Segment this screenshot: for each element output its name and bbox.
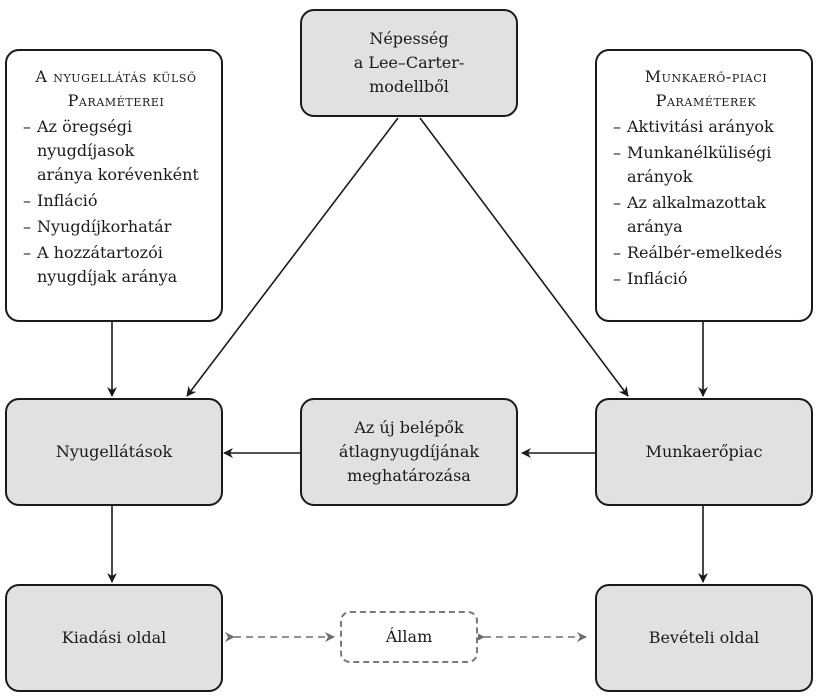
left-param-item: Infláció	[23, 189, 209, 213]
uj-belepok-node: Az új belépők átlagnyugdíjának meghatáro…	[300, 398, 518, 506]
left-parameters-title-line1: A nyugellátás külső	[35, 67, 197, 86]
right-parameters-list: Aktivitási arányok Munkanélküliségi arán…	[613, 115, 799, 291]
arrow-nepesseg-to-munkaeropiac	[419, 117, 629, 397]
right-parameters-title-line1: Munkaerő-piaci	[644, 67, 768, 86]
right-param-item: Infláció	[613, 267, 799, 291]
left-parameters-title: A nyugellátás külső Paraméterei	[23, 65, 209, 113]
arrow-nepesseg-to-nyugellatasok	[186, 117, 399, 397]
left-param-item: A hozzátartozói nyugdíjak aránya	[23, 241, 209, 289]
right-parameters-box: Munkaerő-piaci Paraméterek Aktivitási ar…	[595, 49, 813, 322]
right-parameters-title: Munkaerő-piaci Paraméterek	[613, 65, 799, 113]
left-parameters-list: Az öregségi nyugdíjasok aránya korévenké…	[23, 115, 209, 289]
right-param-item: Reálbér-emelkedés	[613, 241, 799, 265]
left-parameters-box: A nyugellátás külső Paraméterei Az öregs…	[5, 49, 223, 322]
left-param-item: Az öregségi nyugdíjasok aránya korévenké…	[23, 115, 209, 187]
left-parameters-title-line2: Paraméterei	[67, 91, 165, 110]
allam-node: Állam	[340, 611, 478, 663]
left-param-item: Nyugdíjkorhatár	[23, 215, 209, 239]
nepesseg-node: Népesség a Lee–Carter- modellből	[300, 9, 518, 117]
right-param-item: Aktivitási arányok	[613, 115, 799, 139]
right-parameters-title-line2: Paraméterek	[655, 91, 757, 110]
kiadasi-oldal-node: Kiadási oldal	[5, 584, 223, 692]
munkaeropiac-node: Munkaerőpiac	[595, 398, 813, 506]
nyugellatasok-node: Nyugellátások	[5, 398, 223, 506]
right-param-item: Munkanélküliségi arányok	[613, 141, 799, 189]
beveteli-oldal-node: Bevételi oldal	[595, 584, 813, 692]
right-param-item: Az alkalmazottak aránya	[613, 191, 799, 239]
